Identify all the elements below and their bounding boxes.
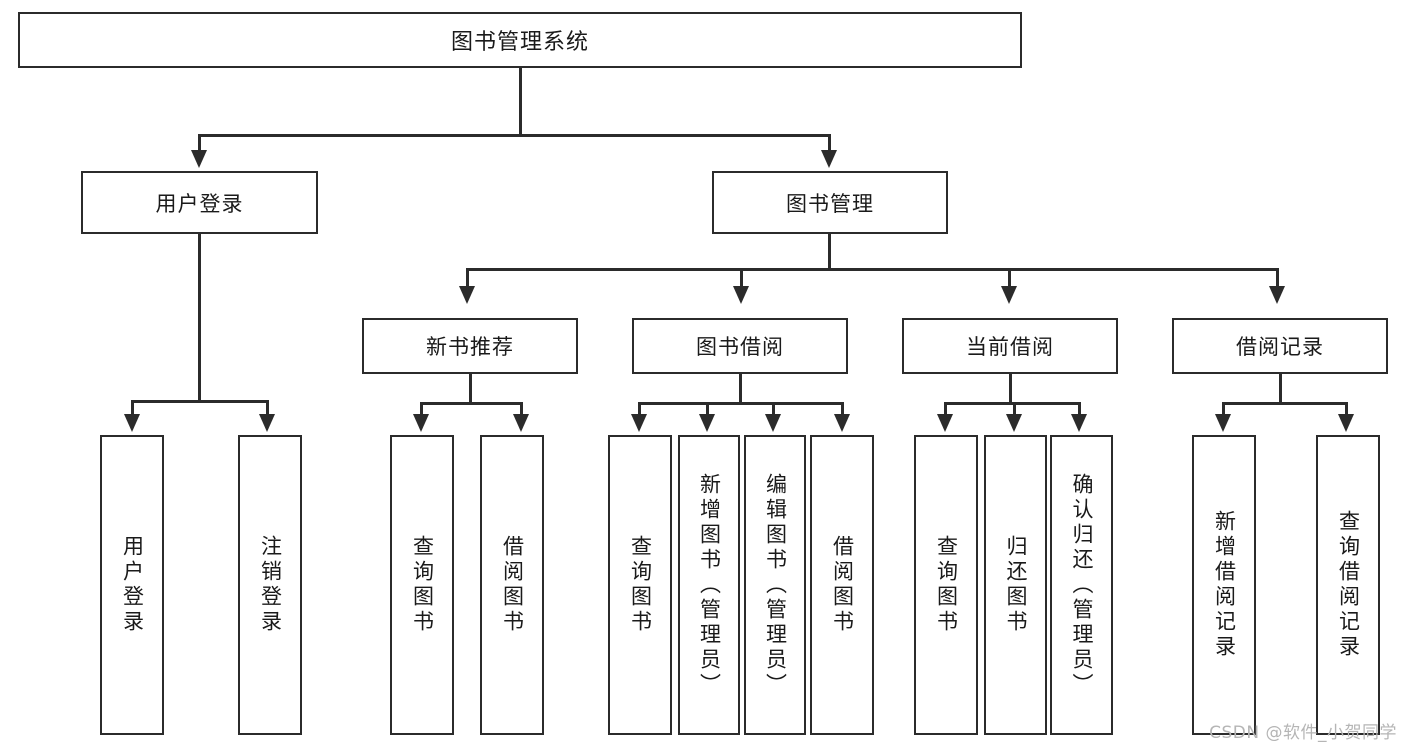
edge-root-drop-2: [828, 134, 831, 152]
node-label: 注销登录: [258, 535, 283, 635]
node-label: 借阅图书: [500, 535, 525, 635]
edge-bookmgmt-drop-4: [1276, 268, 1279, 288]
leaf-add-book-admin[interactable]: 新增图书（管理员）: [678, 435, 740, 735]
leaf-query-book-recommend[interactable]: 查询图书: [390, 435, 454, 735]
edge-currentborrow-drop-2: [1013, 402, 1016, 416]
node-label: 新增图书（管理员）: [697, 472, 722, 698]
leaf-borrow-book[interactable]: 借阅图书: [810, 435, 874, 735]
node-label: 当前借阅: [966, 335, 1054, 359]
edge-borrowrecord-bus: [1222, 402, 1347, 405]
edge-root-bus: [198, 134, 831, 137]
edge-borrowrecord-drop-1: [1222, 402, 1225, 416]
edge-bookborrow-drop-2: [706, 402, 709, 416]
edge-userlogin-stem: [198, 234, 201, 402]
arrowhead-icon: [1001, 286, 1017, 304]
leaf-logout[interactable]: 注销登录: [238, 435, 302, 735]
node-label: 编辑图书（管理员）: [763, 472, 788, 698]
node-current-borrow[interactable]: 当前借阅: [902, 318, 1118, 374]
edge-bookborrow-stem: [739, 374, 742, 404]
leaf-query-book-current[interactable]: 查询图书: [914, 435, 978, 735]
arrowhead-icon: [937, 414, 953, 432]
arrowhead-icon: [765, 414, 781, 432]
node-book-management[interactable]: 图书管理: [712, 171, 948, 234]
edge-newbook-drop-1: [420, 402, 423, 416]
leaf-user-login[interactable]: 用户登录: [100, 435, 164, 735]
node-label: 查询借阅记录: [1336, 510, 1361, 660]
leaf-add-borrow-record[interactable]: 新增借阅记录: [1192, 435, 1256, 735]
arrowhead-icon: [631, 414, 647, 432]
edge-bookmgmt-drop-2: [740, 268, 743, 288]
arrowhead-icon: [733, 286, 749, 304]
edge-currentborrow-stem: [1009, 374, 1012, 404]
node-label: 查询图书: [410, 535, 435, 635]
arrowhead-icon: [834, 414, 850, 432]
edge-userlogin-drop-2: [266, 400, 269, 416]
watermark: CSDN @软件_小贺同学: [1209, 723, 1397, 743]
edge-bookborrow-drop-4: [841, 402, 844, 416]
arrowhead-icon: [191, 150, 207, 168]
edge-bookmgmt-drop-1: [466, 268, 469, 288]
arrowhead-icon: [413, 414, 429, 432]
node-label: 查询图书: [628, 535, 653, 635]
node-root-system[interactable]: 图书管理系统: [18, 12, 1022, 68]
node-label: 用户登录: [120, 535, 145, 635]
arrowhead-icon: [1006, 414, 1022, 432]
arrowhead-icon: [513, 414, 529, 432]
edge-currentborrow-drop-3: [1078, 402, 1081, 416]
arrowhead-icon: [821, 150, 837, 168]
arrowhead-icon: [459, 286, 475, 304]
edge-borrowrecord-stem: [1279, 374, 1282, 404]
edge-bookmgmt-drop-3: [1008, 268, 1011, 288]
node-label: 借阅记录: [1236, 335, 1324, 359]
edge-newbook-bus: [420, 402, 523, 405]
edge-borrowrecord-drop-2: [1345, 402, 1348, 416]
leaf-return-book[interactable]: 归还图书: [984, 435, 1047, 735]
node-label: 查询图书: [934, 535, 959, 635]
edge-bookborrow-bus: [638, 402, 844, 405]
node-borrow-record[interactable]: 借阅记录: [1172, 318, 1388, 374]
edge-bookborrow-drop-1: [638, 402, 641, 416]
edge-userlogin-drop-1: [131, 400, 134, 416]
node-label: 确认归还（管理员）: [1070, 472, 1094, 698]
arrowhead-icon: [1071, 414, 1087, 432]
node-book-borrow[interactable]: 图书借阅: [632, 318, 848, 374]
edge-currentborrow-bus: [944, 402, 1081, 405]
node-label: 借阅图书: [830, 535, 855, 635]
leaf-confirm-return-admin[interactable]: 确认归还（管理员）: [1050, 435, 1113, 735]
edge-bookborrow-drop-3: [772, 402, 775, 416]
node-label: 图书管理: [786, 191, 874, 216]
leaf-query-book-borrow[interactable]: 查询图书: [608, 435, 672, 735]
edge-root-stem: [519, 68, 522, 135]
arrowhead-icon: [124, 414, 140, 432]
node-label: 用户登录: [155, 191, 244, 216]
edge-bookmgmt-bus: [466, 268, 1278, 271]
arrowhead-icon: [699, 414, 715, 432]
leaf-edit-book-admin[interactable]: 编辑图书（管理员）: [744, 435, 806, 735]
node-label: 图书借阅: [696, 335, 784, 359]
arrowhead-icon: [259, 414, 275, 432]
arrowhead-icon: [1215, 414, 1231, 432]
leaf-query-borrow-record[interactable]: 查询借阅记录: [1316, 435, 1380, 735]
edge-bookmgmt-stem: [828, 234, 831, 270]
node-new-book-recommend[interactable]: 新书推荐: [362, 318, 578, 374]
edge-newbook-drop-2: [520, 402, 523, 416]
node-label: 归还图书: [1004, 535, 1028, 635]
leaf-borrow-book-recommend[interactable]: 借阅图书: [480, 435, 544, 735]
edge-currentborrow-drop-1: [944, 402, 947, 416]
arrowhead-icon: [1269, 286, 1285, 304]
edge-root-drop-1: [198, 134, 201, 152]
edge-newbook-stem: [469, 374, 472, 404]
node-label: 新增借阅记录: [1212, 510, 1237, 660]
arrowhead-icon: [1338, 414, 1354, 432]
node-label: 图书管理系统: [450, 30, 589, 55]
node-label: 新书推荐: [426, 335, 514, 359]
node-user-login[interactable]: 用户登录: [81, 171, 318, 234]
edge-userlogin-bus: [131, 400, 269, 403]
